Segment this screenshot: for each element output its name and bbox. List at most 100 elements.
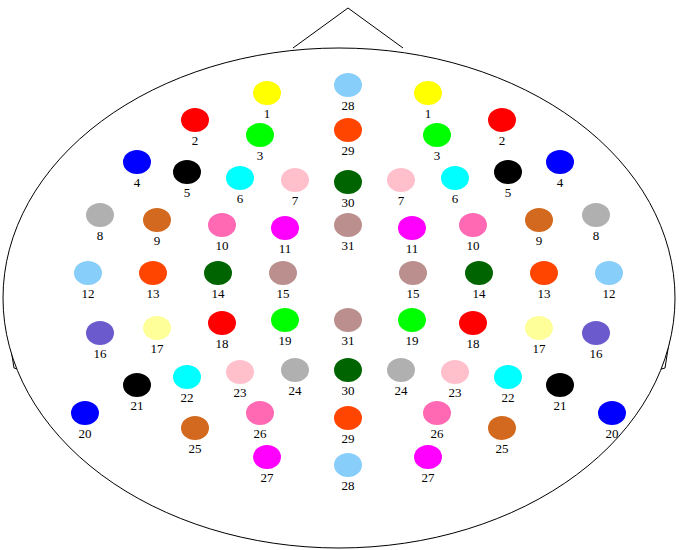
electrode-dot — [334, 213, 362, 237]
electrode-number: 22 — [493, 391, 523, 405]
electrode-number: 12 — [73, 287, 103, 301]
electrode-dot — [271, 308, 299, 332]
electrode-number: 20 — [70, 427, 100, 441]
electrode-dot — [173, 160, 201, 184]
electrode-dot — [546, 150, 574, 174]
electrode-number: 25 — [487, 442, 517, 456]
electrode-number: 6 — [225, 192, 255, 206]
electrode-number: 26 — [422, 427, 452, 441]
electrode-dot — [488, 416, 516, 440]
electrode-dot — [86, 203, 114, 227]
electrode-dot — [423, 123, 451, 147]
electrode-dot — [334, 118, 362, 142]
electrode-dot — [208, 213, 236, 237]
electrode-number: 5 — [493, 186, 523, 200]
electrode-dot — [246, 123, 274, 147]
electrode-dot — [441, 166, 469, 190]
electrode-number: 18 — [458, 337, 488, 351]
electrode-dot — [465, 261, 493, 285]
electrode-dot — [398, 308, 426, 332]
electrode-dot — [143, 208, 171, 232]
electrode-dot — [441, 360, 469, 384]
electrode-dot — [253, 81, 281, 105]
electrode-dot — [269, 261, 297, 285]
electrode-dot — [530, 261, 558, 285]
electrode-number: 21 — [122, 399, 152, 413]
electrode-number: 15 — [268, 287, 298, 301]
electrode-number: 11 — [397, 242, 427, 256]
electrode-dot — [459, 311, 487, 335]
electrode-number: 4 — [545, 176, 575, 190]
electrode-dot — [488, 108, 516, 132]
electrode-number: 16 — [581, 347, 611, 361]
electrode-dot — [398, 216, 426, 240]
electrode-dot — [226, 360, 254, 384]
electrode-number: 19 — [397, 334, 427, 348]
electrode-dot — [525, 208, 553, 232]
electrode-number: 2 — [180, 134, 210, 148]
electrode-number: 7 — [280, 194, 310, 208]
electrode-dot — [546, 373, 574, 397]
electrode-number: 30 — [333, 384, 363, 398]
electrode-dot — [387, 358, 415, 382]
electrode-dot — [494, 365, 522, 389]
electrode-number: 9 — [142, 234, 172, 248]
electrode-number: 17 — [524, 342, 554, 356]
electrode-dot — [86, 321, 114, 345]
electrode-dot — [387, 168, 415, 192]
electrode-number: 28 — [333, 479, 363, 493]
electrode-number: 6 — [440, 192, 470, 206]
electrode-number: 23 — [440, 386, 470, 400]
electrode-number: 23 — [225, 386, 255, 400]
electrode-dot — [281, 168, 309, 192]
electrode-dot — [494, 160, 522, 184]
electrode-number: 25 — [180, 442, 210, 456]
electrode-dot — [399, 261, 427, 285]
electrode-number: 5 — [172, 186, 202, 200]
electrode-number: 10 — [207, 239, 237, 253]
electrode-dot — [334, 308, 362, 332]
electrode-dot — [281, 358, 309, 382]
electrode-dot — [595, 261, 623, 285]
electrode-dot — [414, 445, 442, 469]
electrode-number: 1 — [413, 107, 443, 121]
electrode-dot — [181, 416, 209, 440]
electrode-dot — [334, 358, 362, 382]
electrode-dot — [423, 401, 451, 425]
electrode-dot — [143, 316, 171, 340]
electrode-number: 24 — [280, 384, 310, 398]
electrode-number: 27 — [413, 471, 443, 485]
electrode-number: 3 — [245, 149, 275, 163]
electrode-number: 7 — [386, 194, 416, 208]
electrode-dot — [181, 108, 209, 132]
electrode-number: 19 — [270, 334, 300, 348]
electrode-number: 11 — [270, 242, 300, 256]
electrode-number: 31 — [333, 334, 363, 348]
electrode-number: 21 — [545, 399, 575, 413]
electrode-number: 14 — [464, 287, 494, 301]
electrode-number: 4 — [122, 176, 152, 190]
electrode-number: 29 — [333, 144, 363, 158]
electrode-dot — [74, 261, 102, 285]
electrode-number: 29 — [333, 432, 363, 446]
electrode-number: 16 — [85, 347, 115, 361]
electrode-dot — [123, 150, 151, 174]
electrode-dot — [246, 401, 274, 425]
electrode-dot — [123, 373, 151, 397]
electrode-number: 13 — [529, 287, 559, 301]
electrode-dot — [271, 216, 299, 240]
electrode-dot — [226, 166, 254, 190]
electrode-number: 9 — [524, 234, 554, 248]
electrode-number: 27 — [252, 471, 282, 485]
electrode-number: 3 — [422, 149, 452, 163]
head — [3, 48, 675, 548]
electrode-dot — [582, 203, 610, 227]
electrode-dot — [253, 445, 281, 469]
electrode-dot — [598, 401, 626, 425]
electrode-dot — [71, 401, 99, 425]
electrode-dot — [334, 406, 362, 430]
electrode-number: 2 — [487, 134, 517, 148]
electrode-dot — [208, 311, 236, 335]
electrode-number: 18 — [207, 337, 237, 351]
